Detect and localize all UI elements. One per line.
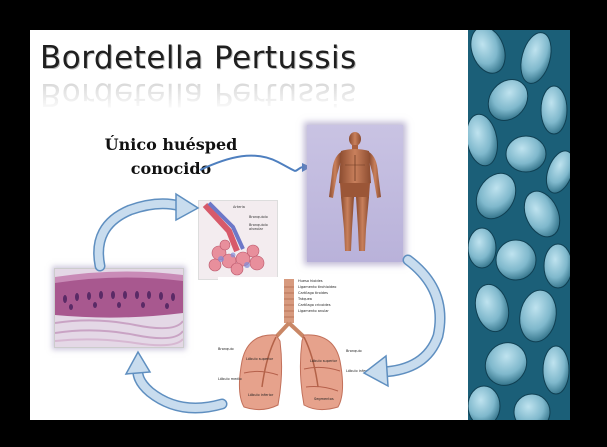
right-lung-label-1: Bronquio xyxy=(346,349,362,353)
right-lung-label-4: Segmentos xyxy=(314,397,334,401)
right-lung-label-2: Lóbulo superior xyxy=(310,359,337,363)
lungs-image: Hueso hioides Ligamento tirohioideo Cart… xyxy=(218,277,388,417)
histology-image xyxy=(54,268,184,348)
trachea-label-6: Ligamento anular xyxy=(298,309,329,313)
alveoli-image: Arteria Bronquiolo Bronquiolo alveolar xyxy=(198,200,278,280)
trachea-label-3: Cartílago tiroides xyxy=(298,291,328,295)
left-lung-label-3: Lóbulo medio xyxy=(218,377,242,381)
trachea-label-4: Tráquea xyxy=(298,297,312,301)
trachea-label-5: Cartílago cricoides xyxy=(298,303,331,307)
alveoli-label-2: Bronquiolo xyxy=(249,215,268,219)
human-anatomy-image xyxy=(307,125,403,262)
alveoli-label-1: Arteria xyxy=(233,205,245,209)
alveoli-label-3: Bronquiolo alveolar xyxy=(249,223,277,231)
left-lung-label-1: Bronquio xyxy=(218,347,234,351)
left-lung-label-2: Lóbulo superior xyxy=(246,357,273,361)
right-lung-label-3: Lóbulo inferior xyxy=(346,369,371,373)
trachea-label-1: Hueso hioides xyxy=(298,279,323,283)
trachea-label-2: Ligamento tirohioideo xyxy=(298,285,336,289)
bacteria-cells-illustration xyxy=(468,30,570,420)
left-lung-label-4: Lóbulo inferior xyxy=(248,393,273,397)
presentation-slide: Bordetella Pertussis Bordetella Pertussi… xyxy=(30,30,570,420)
alveoli-illustration xyxy=(199,201,277,279)
human-figure-icon xyxy=(307,125,403,262)
bacteria-micrograph xyxy=(468,30,570,420)
epithelium-illustration xyxy=(55,269,183,347)
